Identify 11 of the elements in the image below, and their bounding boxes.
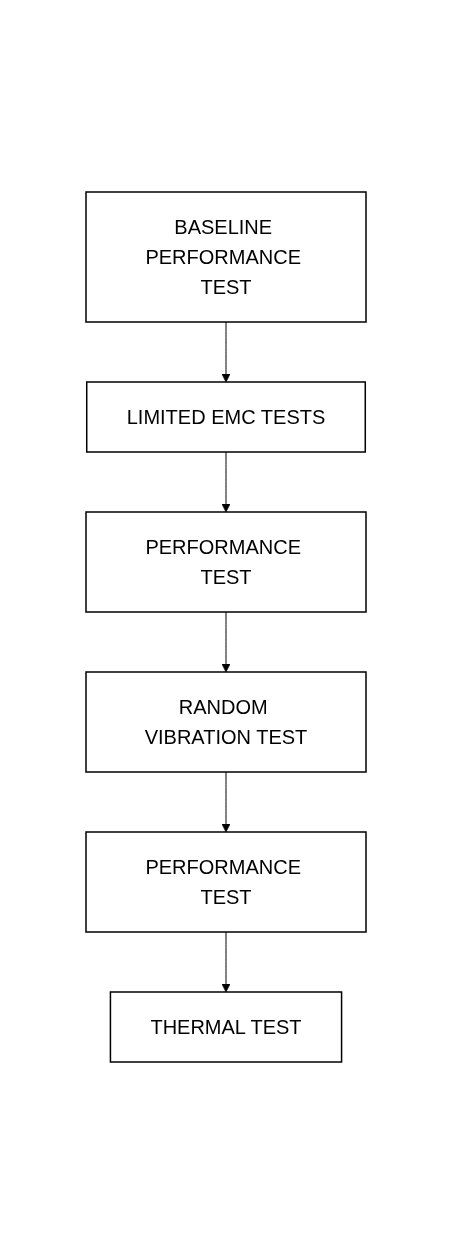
arrow [221, 611, 230, 673]
node-box: PERFORMANCE TEST [84, 831, 367, 933]
arrow [221, 931, 230, 993]
arrow [221, 321, 230, 383]
node-box: THERMAL TEST [109, 991, 342, 1063]
node-box: RANDOM VIBRATION TEST [84, 671, 367, 773]
node-box: BASELINE PERFORMANCE TEST [84, 191, 367, 323]
node-box: PERFORMANCE TEST [84, 511, 367, 613]
arrow [221, 451, 230, 513]
arrow [221, 771, 230, 833]
node-box: LIMITED EMC TESTS [85, 381, 366, 453]
